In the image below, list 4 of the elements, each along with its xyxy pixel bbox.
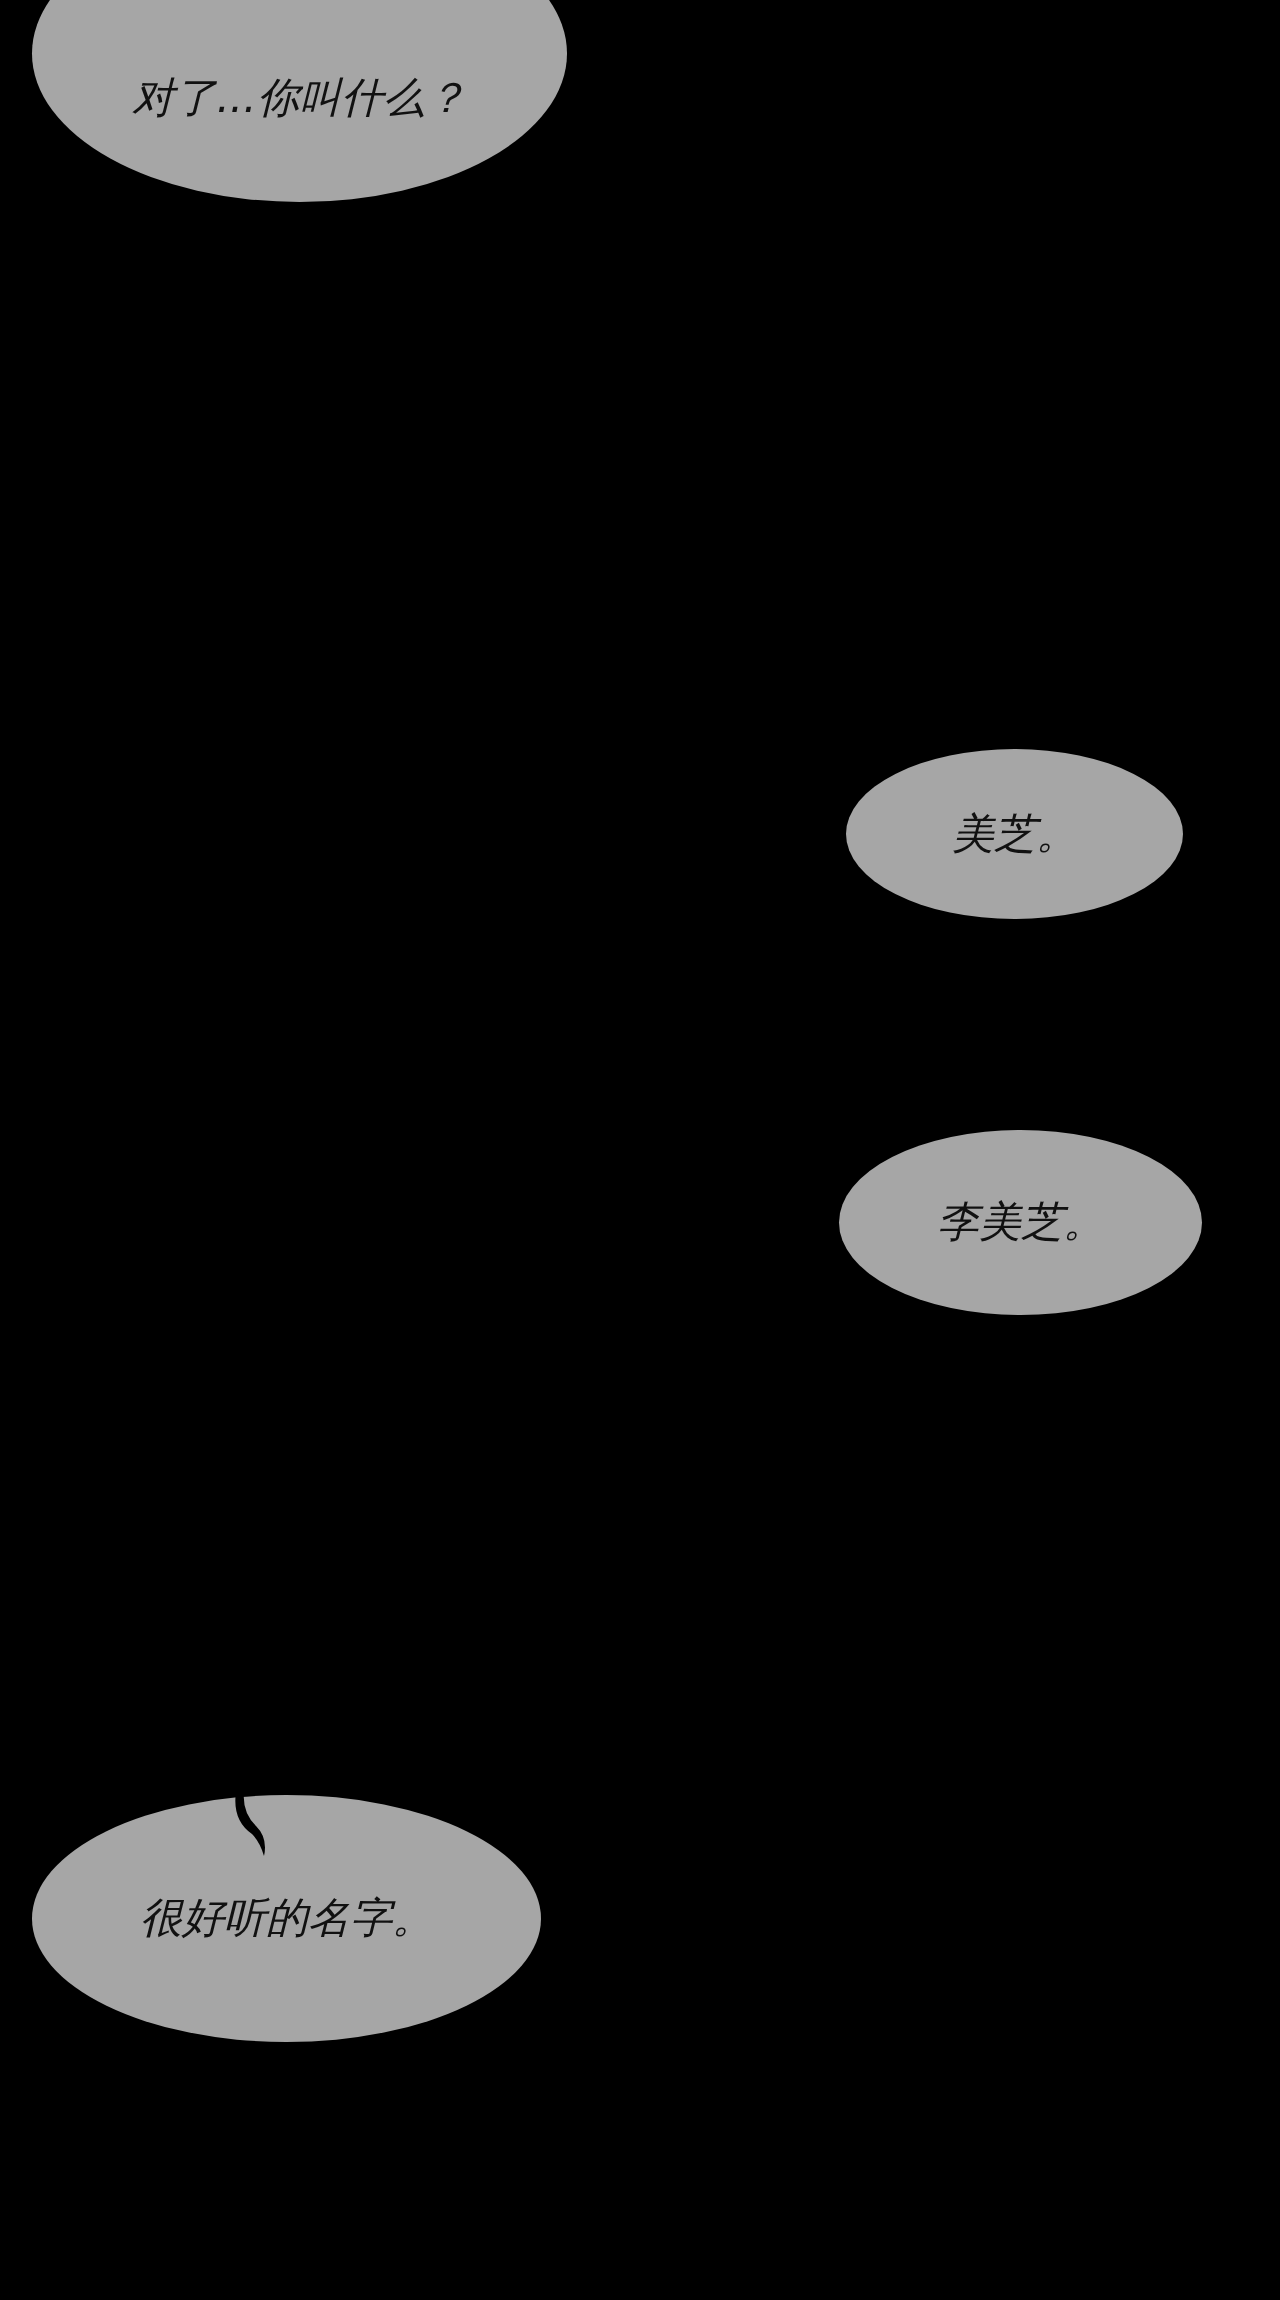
dialogue-text: 李美芝。 [936,1197,1105,1248]
dialogue-text: 很好听的名字。 [139,1893,434,1944]
dialogue-text: 对了...你叫什么？ [132,73,467,124]
dialogue-text: 美芝。 [951,808,1078,860]
